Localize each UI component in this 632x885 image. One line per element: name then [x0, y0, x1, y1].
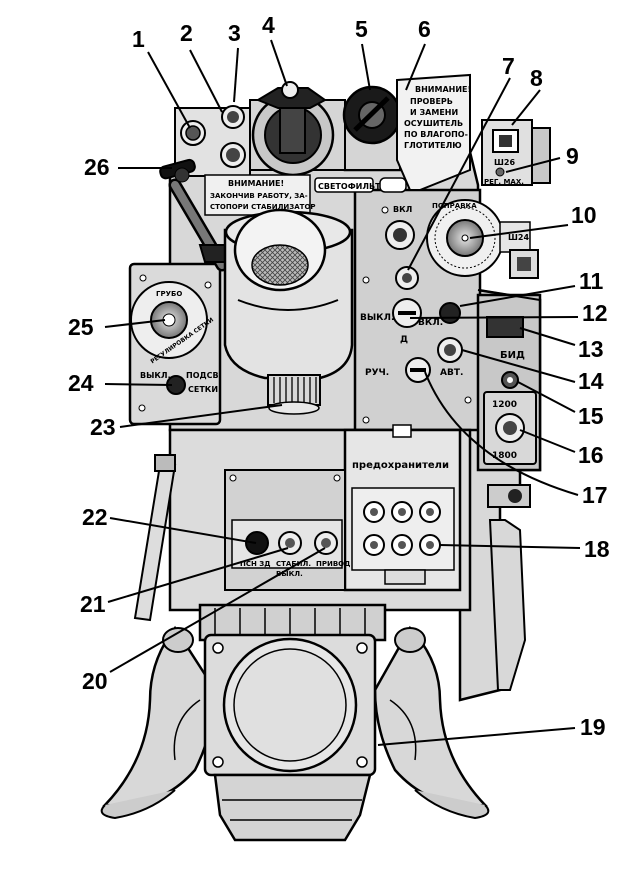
callout-3: 3 [228, 20, 241, 46]
side-handle [133, 454, 177, 622]
leader-lines [104, 39, 581, 746]
callout-15: 15 [578, 403, 604, 429]
grubo-label: ГРУБО [156, 290, 182, 298]
callout-12: 12 [582, 300, 608, 326]
callout-21: 21 [80, 591, 106, 617]
filter-knob-5 [342, 85, 402, 171]
sh26-label: Ш26 [494, 158, 515, 167]
callout-9: 9 [566, 143, 579, 169]
setki-label: СЕТКИ [188, 385, 218, 394]
podsv-label: ПОДСВ. [186, 371, 222, 380]
warning-center-line-2: ЗАКОНЧИВ РАБОТУ, ЗА- [210, 192, 308, 200]
pen-zd-label: ПСН ЗД [240, 560, 271, 568]
stabilizator-label: СТАБИЛ. [276, 560, 311, 568]
callout-14: 14 [578, 368, 604, 394]
callout-23: 23 [90, 414, 116, 440]
vykl-bottom-label: ВЫКЛ. [276, 570, 303, 578]
callout-11: 11 [579, 268, 604, 294]
warning-plate-6: ВНИМАНИЕ! ПРОВЕРЬ И ЗАМЕНИ ОСУШИТЕЛЬ ПО … [396, 73, 471, 191]
lower-mount-19 [100, 603, 490, 842]
warning-6-line-4: ОСУШИТЕЛЬ [404, 119, 463, 128]
callout-6: 6 [418, 16, 431, 42]
warning-6-line-6: ГЛОТИТЕЛЮ [404, 141, 462, 150]
predohraniteli-label: предохранители [352, 460, 449, 471]
avt-label: АВТ. [440, 368, 463, 378]
warning-6-line-3: И ЗАМЕНИ [410, 108, 458, 117]
warning-6-line-5: ПО ВЛАГОПО- [404, 130, 468, 139]
callout-13: 13 [578, 336, 604, 362]
ruch-label: РУЧ. [365, 368, 389, 378]
callout-5: 5 [355, 16, 368, 42]
callout-16: 16 [578, 442, 604, 468]
callout-10: 10 [571, 202, 597, 228]
callout-26: 26 [84, 154, 110, 180]
d-label: Д [400, 335, 408, 345]
warning-6-line-2: ПРОВЕРЬ [410, 97, 453, 106]
control-panel-right: ВКЛ ПОПРАВКА Ш24 ВЫКЛ. Д ВКЛ. РУЧ. АВТ. … [360, 199, 539, 465]
v1200-label: 1200 [492, 400, 517, 410]
switch-panel: ПСН ЗД СТАБИЛ. ВЫКЛ. ПРИВОД [224, 469, 350, 591]
callout-18: 18 [584, 536, 610, 562]
callout-19: 19 [580, 714, 606, 740]
top-connectors [174, 105, 251, 177]
warning-6-line-1: ВНИМАНИЕ! [415, 85, 471, 94]
warning-plate-center: ВНИМАНИЕ! ЗАКОНЧИВ РАБОТУ, ЗА- СТОПОРИ С… [204, 174, 407, 216]
vykl-label: ВЫКЛ. [360, 313, 394, 323]
sh24-label: Ш24 [508, 233, 529, 242]
svetofiltr-label: СВЕТОФИЛЬТР [318, 182, 387, 191]
callout-4: 4 [262, 12, 275, 38]
warning-center-line-1: ВНИМАНИЕ! [228, 179, 284, 188]
reg-max-label: РЕГ. МАХ. [484, 178, 524, 186]
callout-7: 7 [502, 53, 515, 79]
callout-24: 24 [68, 370, 94, 396]
eyepiece [223, 208, 354, 415]
connector-sh26: Ш26 РЕГ. МАХ. [481, 119, 551, 186]
adjust-knob-4 [249, 81, 346, 177]
callout-8: 8 [530, 65, 543, 91]
fuse-box-18: предохранители [343, 424, 462, 592]
privod-label: ПРИВОД [316, 560, 350, 568]
popravka-label: ПОПРАВКА [432, 202, 477, 210]
vykl-left-label: ВЫКЛ. [140, 371, 171, 380]
callout-20: 20 [82, 668, 108, 694]
warning-center-line-3: СТОПОРИ СТАБИЛИЗАТОР [210, 203, 316, 211]
callout-17: 17 [582, 482, 608, 508]
callout-22: 22 [82, 504, 108, 530]
right-bracket [487, 484, 531, 691]
callout-1: 1 [132, 26, 145, 52]
vkl-label: ВКЛ [393, 205, 412, 214]
callout-2: 2 [180, 20, 193, 46]
v1800-label: 1800 [492, 451, 517, 461]
bid-label: БИД [500, 350, 525, 361]
callout-25: 25 [68, 314, 94, 340]
vkl2-label: ВКЛ. [418, 318, 443, 328]
